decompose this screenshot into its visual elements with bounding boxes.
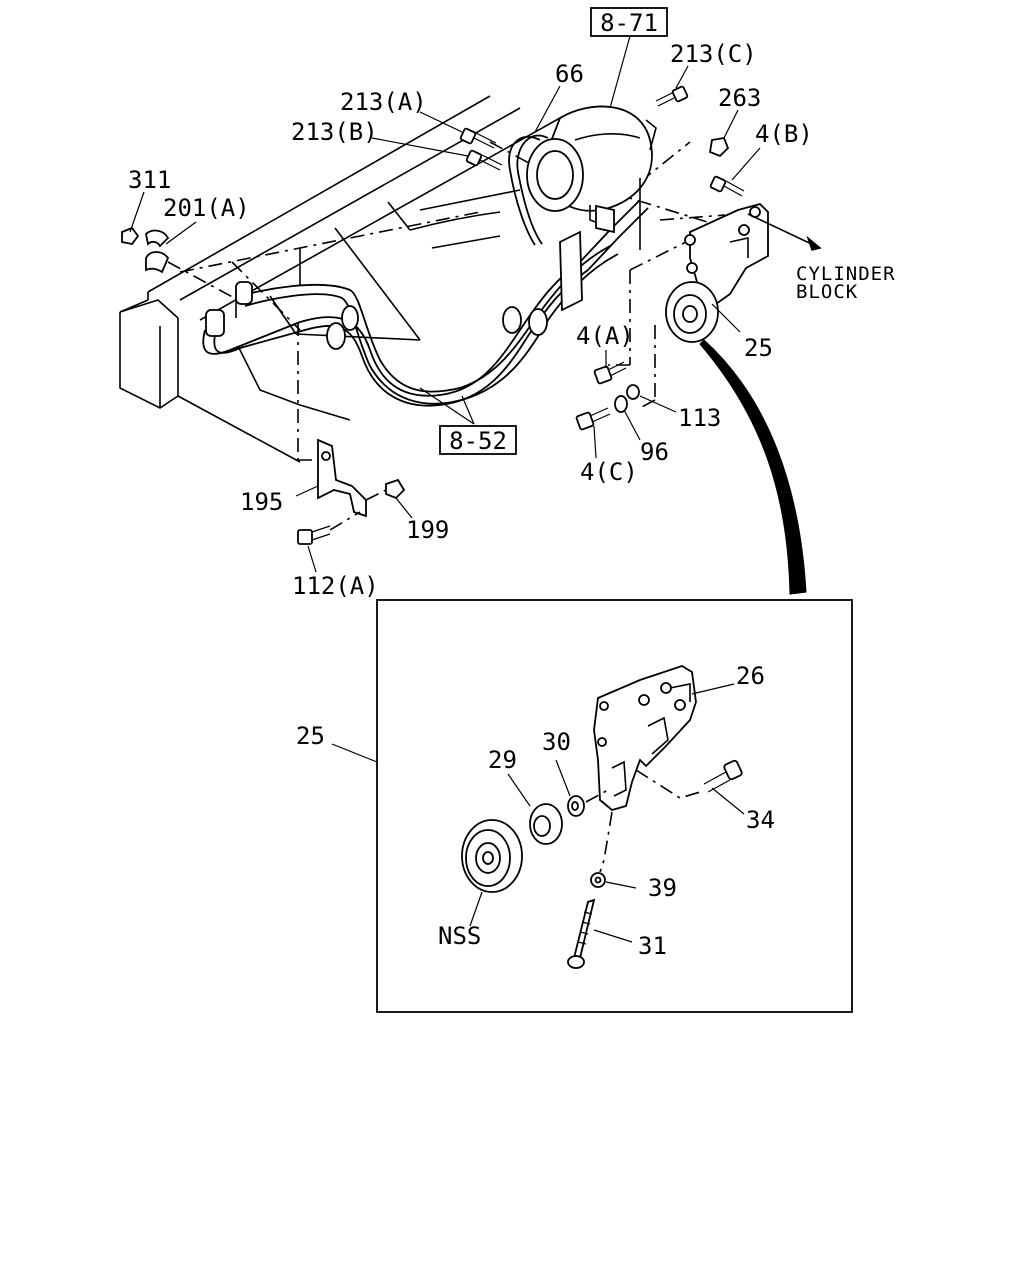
bolt-31 <box>567 898 596 969</box>
ref-box-852: 8-52 <box>439 425 517 455</box>
label-31: 31 <box>638 932 667 960</box>
bolt-112a <box>297 525 331 545</box>
idler-bracket-assembly <box>665 136 769 343</box>
washer-39 <box>590 872 606 888</box>
ac-hoses <box>202 199 649 425</box>
nut-311 <box>121 226 140 245</box>
hose-fitting <box>205 309 225 337</box>
hose-fitting <box>235 281 253 305</box>
leader-lines <box>129 65 761 573</box>
hose-clamp <box>326 322 346 350</box>
bolt-4b <box>709 175 745 197</box>
label-4c: 4(C) <box>580 458 638 486</box>
label-112a: 112(A) <box>292 572 379 600</box>
label-311: 311 <box>128 166 171 194</box>
label-30: 30 <box>542 728 571 756</box>
bearing-29 <box>529 803 563 845</box>
bolt-4c <box>575 407 611 431</box>
label-199: 199 <box>406 516 449 544</box>
bolt-213a <box>459 127 497 149</box>
hose-clamp <box>341 305 359 331</box>
hose-clamp <box>528 308 548 336</box>
label-34: 34 <box>746 806 775 834</box>
washer-113 <box>626 384 640 400</box>
label-213a: 213(A) <box>340 88 427 116</box>
detail-view-25 <box>331 599 853 1013</box>
label-4a: 4(A) <box>576 322 634 350</box>
label-25-detail: 25 <box>296 722 325 750</box>
bracket-26 <box>593 665 697 811</box>
ref-label-871: 8-71 <box>600 9 658 37</box>
ref-box-871: 8-71 <box>590 7 668 109</box>
label-block: BLOCK <box>796 281 858 303</box>
label-213c: 213(C) <box>670 40 757 68</box>
bracket-195 <box>317 438 367 518</box>
spacer-30 <box>567 795 585 817</box>
label-113: 113 <box>678 404 721 432</box>
nut-199 <box>385 478 406 500</box>
label-213b: 213(B) <box>291 118 378 146</box>
detail-callout-arrow <box>699 339 807 595</box>
washer-96 <box>614 395 628 413</box>
label-39: 39 <box>648 874 677 902</box>
bolt-4a <box>593 361 627 385</box>
nut-263 <box>708 136 730 158</box>
label-263: 263 <box>718 84 761 112</box>
label-96: 96 <box>640 438 669 466</box>
callout-labels: 66 213(C) 213(A) 213(B) 263 4(B) 311 201… <box>128 40 896 960</box>
hose-clamp <box>502 306 522 334</box>
label-nss: NSS <box>438 922 481 950</box>
label-195: 195 <box>240 488 283 516</box>
ac-compressor <box>459 85 689 312</box>
label-4b: 4(B) <box>755 120 813 148</box>
label-25-top: 25 <box>744 334 773 362</box>
label-29: 29 <box>488 746 517 774</box>
cylinder-block-arrow <box>747 213 821 249</box>
bolt-213b <box>465 149 503 171</box>
label-cylinder: CYLINDER <box>796 263 896 285</box>
pulley-nss <box>461 819 523 893</box>
label-26: 26 <box>736 662 765 690</box>
bolt-213c <box>655 85 689 107</box>
clamp-201a <box>145 229 170 274</box>
bolt-34 <box>703 759 743 793</box>
label-66: 66 <box>555 60 584 88</box>
label-201a: 201(A) <box>163 194 250 222</box>
ref-label-852: 8-52 <box>449 427 507 455</box>
